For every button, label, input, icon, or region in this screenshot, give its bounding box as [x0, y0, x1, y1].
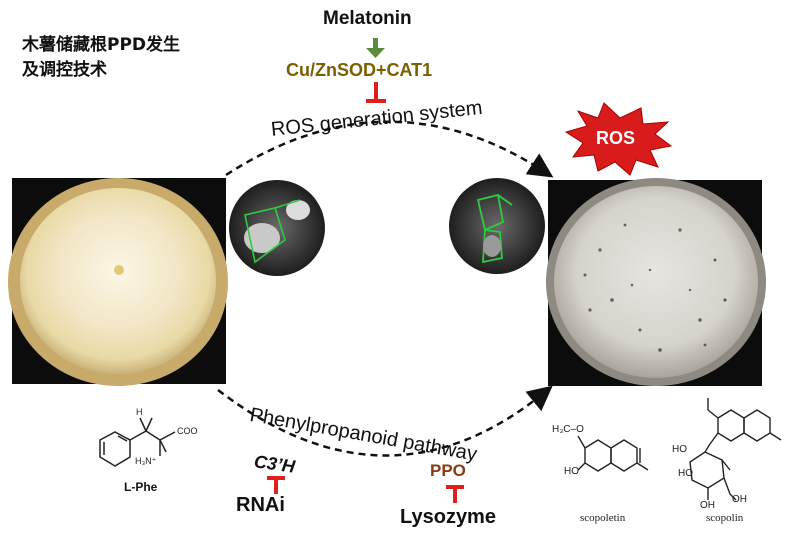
ros-label: ROS [596, 128, 636, 148]
scopolin-name: scopolin [706, 512, 744, 524]
lphe-structure [99, 417, 176, 467]
scopoletin-methoxy-label: H₃C–O [552, 424, 584, 435]
ppd-root-photo [546, 178, 766, 386]
scopoletin-ho-label: HO [564, 466, 579, 477]
micrograph-fresh [229, 180, 325, 276]
ros-starburst-icon [564, 102, 673, 176]
ros-generation-arc [225, 120, 554, 178]
title-line1: 木薯储藏根PPD发生 [22, 35, 181, 55]
fresh-root-photo [8, 178, 228, 386]
scopolin-ho2-label: HO [678, 468, 693, 479]
scopolin-oh-label: OH [700, 500, 715, 511]
lphe-h-label: H [136, 407, 143, 417]
lphe-coo-label: COO [177, 426, 198, 436]
scopolin-ho-label: HO [672, 444, 687, 455]
rnai-label: RNAi [236, 494, 285, 516]
lysozyme-label: Lysozyme [400, 506, 496, 528]
enzymes-label: Cu/ZnSOD+CAT1 [286, 60, 433, 80]
title-line2: 及调控技术 [22, 60, 107, 80]
melatonin-arrow [366, 38, 385, 58]
scopoletin-structure [577, 435, 649, 472]
ppo-label: PPO [430, 461, 466, 480]
melatonin-label: Melatonin [323, 8, 412, 29]
scopolin-oh2-label: OH [732, 494, 747, 505]
scopolin-structure [689, 398, 782, 501]
micrograph-ppd [449, 178, 545, 274]
phenylpropanoid-arc [217, 385, 553, 457]
rnai-inhibition-bar [267, 476, 285, 494]
enzyme-inhibition-bar [366, 82, 386, 103]
scopoletin-name: scopoletin [580, 512, 626, 524]
lysozyme-inhibition-bar [446, 485, 464, 503]
lphe-name: L-Phe [124, 480, 158, 494]
lphe-nh3-label: H₃N⁺ [135, 456, 157, 466]
